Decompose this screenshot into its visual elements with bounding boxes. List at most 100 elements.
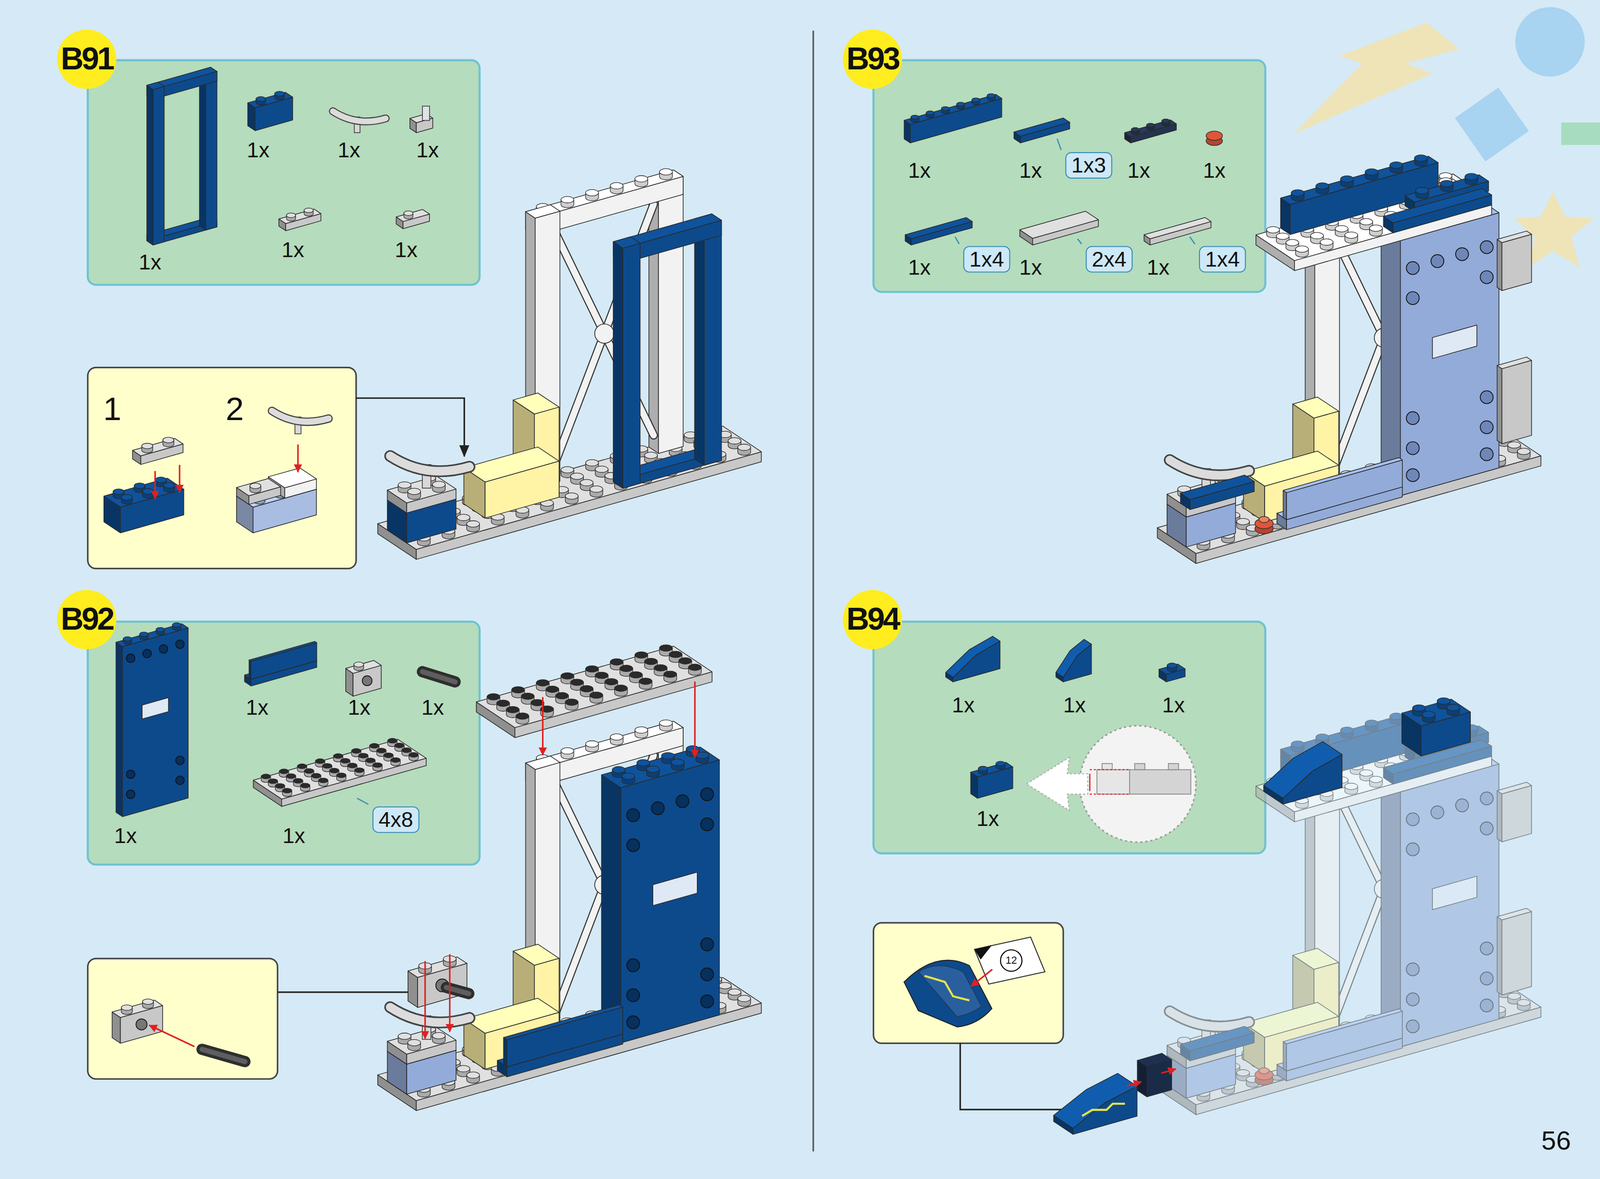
stud	[1236, 1069, 1250, 1077]
callout-box	[87, 367, 357, 569]
parts-panel	[87, 621, 480, 865]
parts-panel	[87, 60, 480, 286]
stud	[121, 1004, 133, 1011]
brick-part	[362, 675, 373, 686]
brick-face	[1496, 790, 1502, 842]
brick-face	[970, 761, 1013, 777]
sticker	[924, 975, 970, 1001]
dimension-tag: 2x4	[1085, 246, 1133, 273]
stud	[987, 93, 996, 98]
brick-part	[1480, 791, 1494, 805]
stud	[466, 520, 480, 528]
stud	[163, 482, 175, 488]
brick-face	[904, 94, 1002, 125]
stud	[646, 765, 660, 773]
stud	[457, 1065, 470, 1072]
stud	[268, 778, 278, 784]
stud	[142, 998, 154, 1005]
brick-face	[205, 71, 218, 230]
brick-face	[476, 646, 713, 728]
stud	[610, 733, 624, 741]
stud	[1390, 712, 1403, 720]
part-quantity: 1x	[245, 695, 269, 720]
brick-face	[1283, 457, 1403, 493]
part-quantity: 1x	[952, 693, 975, 718]
brick-face	[1292, 948, 1339, 970]
brick-part	[1480, 390, 1494, 404]
stud	[612, 766, 626, 773]
brick-part	[126, 789, 135, 799]
stud	[565, 492, 579, 500]
brick-face	[1432, 876, 1477, 910]
part-quantity: 1x	[421, 695, 445, 720]
brick-face	[142, 697, 169, 719]
brick-part	[175, 775, 185, 785]
brick-part	[676, 794, 689, 808]
brick-face	[503, 1037, 507, 1067]
decoration	[1294, 22, 1460, 134]
brick-face	[1496, 239, 1502, 291]
stud	[531, 699, 544, 706]
stud	[409, 752, 419, 758]
brick-face	[1013, 117, 1070, 136]
stud	[142, 488, 154, 495]
brick-face	[1286, 459, 1403, 520]
step-number: B92	[60, 600, 113, 638]
assembly-arrow	[1127, 1081, 1142, 1086]
stud	[1414, 154, 1428, 162]
stud	[737, 994, 751, 1002]
sticker-number: 12	[1000, 949, 1023, 972]
brick-part	[126, 769, 135, 779]
brick-part	[1480, 270, 1494, 284]
part-quantity: 1x	[1019, 255, 1043, 280]
assembly-arrow	[178, 465, 181, 493]
stud	[390, 757, 401, 762]
brick-face	[132, 438, 183, 457]
brick-face	[1496, 907, 1532, 920]
curved-slope	[904, 960, 992, 1027]
stud	[1344, 231, 1358, 239]
stud	[123, 636, 132, 641]
stud	[457, 514, 470, 521]
brick-face	[1496, 916, 1502, 995]
stud	[595, 671, 609, 679]
stud	[956, 102, 965, 106]
brick-part	[1430, 805, 1444, 819]
stud	[372, 762, 383, 768]
stud	[585, 740, 599, 748]
sticker-sheet	[974, 936, 1045, 984]
part-quantity: 1x	[138, 249, 162, 275]
brick-part	[1258, 516, 1269, 523]
stud	[728, 437, 742, 445]
brick-face	[1157, 980, 1541, 1105]
step-badge: B94	[842, 590, 903, 650]
brick-face	[525, 755, 560, 770]
stud	[113, 488, 124, 495]
stud	[590, 691, 603, 699]
stud	[304, 208, 314, 213]
brick-part	[1480, 447, 1494, 461]
step-number: B94	[846, 600, 899, 638]
stud	[322, 763, 333, 769]
part-size: 1x3	[1071, 152, 1106, 177]
brick-face	[146, 85, 153, 246]
brick-face	[1502, 911, 1532, 995]
assembly-arrow	[201, 1048, 245, 1062]
brick-face	[525, 204, 560, 219]
magnifier	[1089, 769, 1130, 771]
stud	[401, 747, 412, 753]
brick-part	[626, 988, 640, 1002]
assembly-arrow	[971, 969, 992, 986]
brick-face	[1157, 429, 1541, 553]
stud	[286, 212, 296, 218]
brick-part	[142, 648, 152, 658]
stud	[369, 743, 380, 749]
stud	[536, 679, 550, 686]
stud	[728, 988, 742, 996]
stud	[669, 650, 683, 658]
brick-face	[1496, 781, 1532, 794]
brick-part	[175, 755, 185, 765]
brick-face	[525, 170, 684, 219]
